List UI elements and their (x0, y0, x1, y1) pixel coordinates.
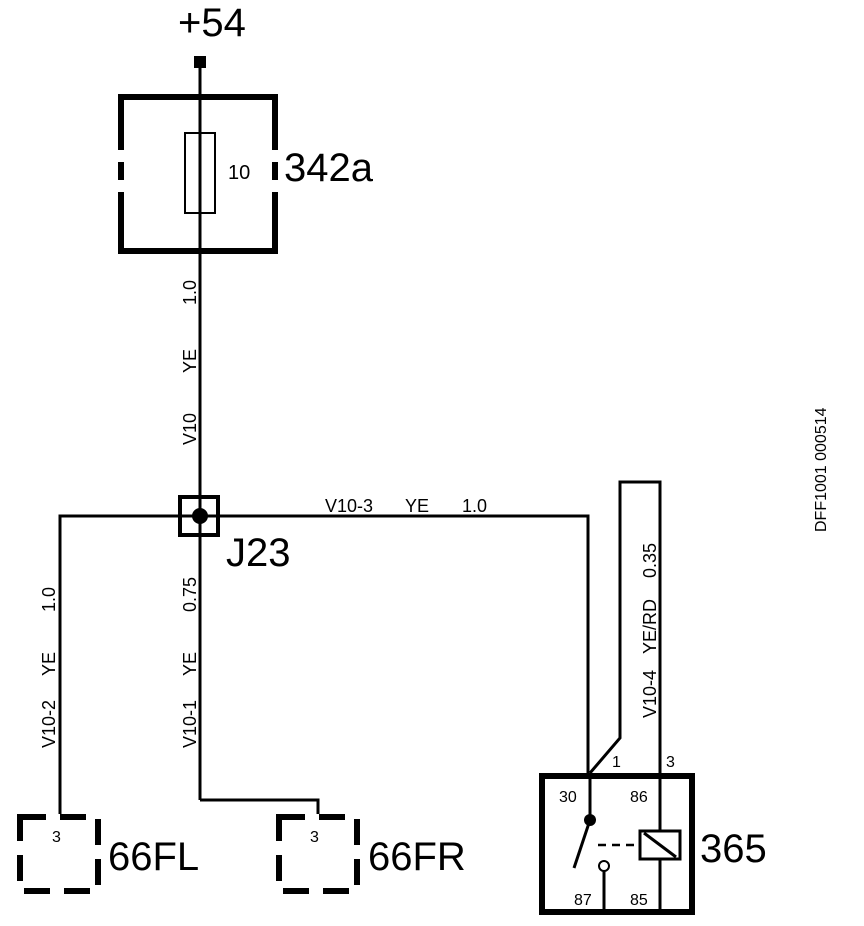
relay-switch-contact (598, 860, 610, 872)
svg-text:YE: YE (405, 496, 429, 516)
svg-text:1.0: 1.0 (180, 280, 200, 305)
junction-dot (192, 508, 208, 524)
svg-text:YE/RD: YE/RD (640, 599, 660, 654)
connector-66fr-pin: 3 (310, 829, 319, 846)
svg-text:YE: YE (39, 652, 59, 676)
relay-pin-85: 85 (630, 892, 648, 909)
relay-id: 365 (700, 827, 767, 871)
doc-reference: DFF1001 000514 (813, 407, 830, 532)
svg-text:0.35: 0.35 (640, 543, 660, 578)
svg-text:V10-4: V10-4 (640, 670, 660, 718)
svg-text:V10-1: V10-1 (180, 700, 200, 748)
center-wire-label: V10-1 YE 0.75 (180, 577, 200, 748)
svg-text:YE: YE (180, 349, 200, 373)
relay-ext-pin-3: 3 (666, 754, 675, 771)
junction-box (178, 495, 220, 537)
svg-text:V10: V10 (180, 413, 200, 445)
relay-pin-30: 30 (559, 789, 577, 806)
svg-text:V10-2: V10-2 (39, 700, 59, 748)
relay-coil-wire (588, 480, 662, 774)
supply-terminal (194, 56, 206, 68)
relay-coil-wire-label: V10-4 YE/RD 0.35 (640, 543, 660, 718)
right-wire-label: V10-3 YE 1.0 (325, 496, 487, 516)
connector-66fl-id: 66FL (108, 835, 199, 879)
relay-ext-pin-1: 1 (612, 754, 621, 771)
center-wire (200, 798, 320, 814)
relay-pin-86: 86 (630, 789, 648, 806)
svg-text:V10-3: V10-3 (325, 496, 373, 516)
fuse-id: 342a (284, 146, 374, 190)
main-wire-label: V10 YE 1.0 (180, 280, 200, 445)
relay-pin-87: 87 (574, 892, 592, 909)
svg-text:0.75: 0.75 (180, 577, 200, 612)
svg-text:1.0: 1.0 (462, 496, 487, 516)
supply-label: +54 (178, 1, 246, 45)
connector-66fl-pin: 3 (52, 829, 61, 846)
connector-66fr-id: 66FR (368, 835, 466, 879)
svg-text:1.0: 1.0 (39, 587, 59, 612)
junction-id: J23 (226, 531, 291, 575)
relay-switch-arm (572, 819, 592, 869)
relay-365 (539, 773, 695, 915)
svg-text:YE: YE (180, 652, 200, 676)
bus-wire (58, 514, 590, 814)
fuse-holder (118, 94, 278, 254)
fuse-rating: 10 (228, 162, 250, 184)
left-wire-label: V10-2 YE 1.0 (39, 587, 59, 748)
